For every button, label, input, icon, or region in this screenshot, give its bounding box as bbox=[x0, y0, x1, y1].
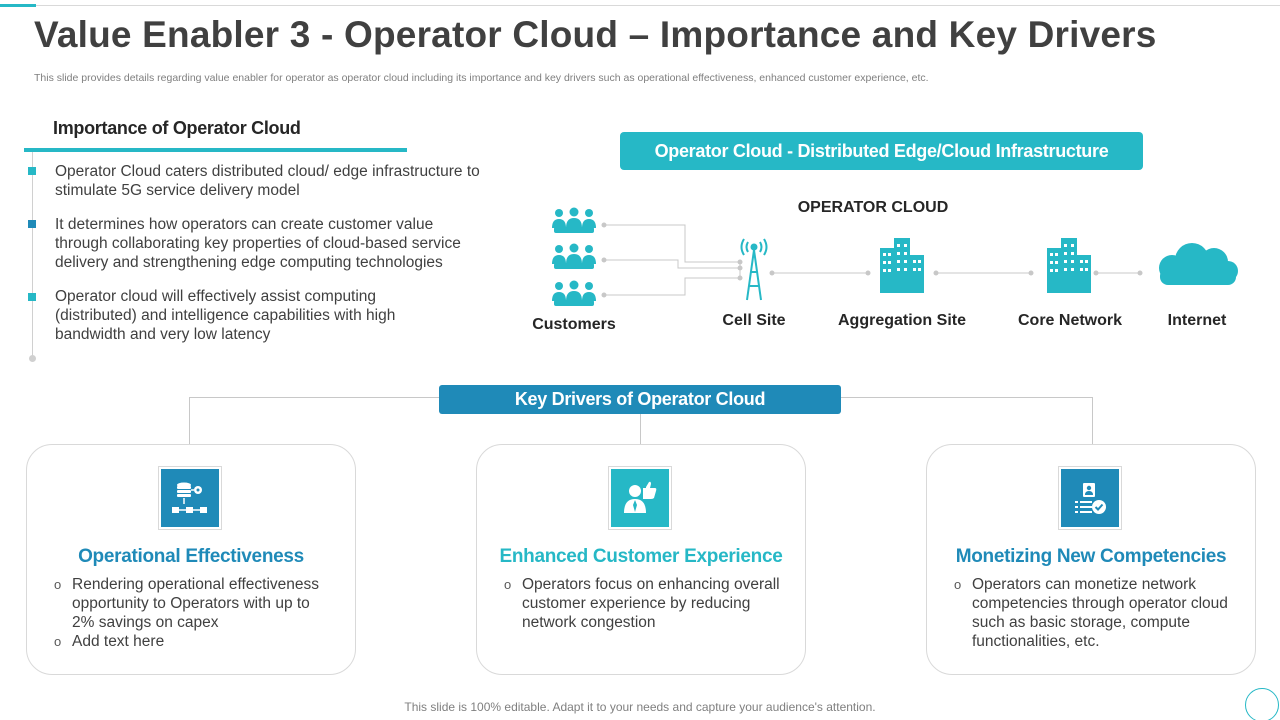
driver-bullet: Operators can monetize network competenc… bbox=[953, 575, 1235, 651]
footer-note: This slide is 100% editable. Adapt it to… bbox=[404, 700, 876, 714]
data-flow-icon bbox=[161, 469, 219, 527]
customer-thumbs-up-icon bbox=[611, 469, 669, 527]
key-drivers-connector bbox=[189, 397, 190, 444]
importance-heading-rule bbox=[24, 148, 407, 152]
importance-bullet: Operator Cloud caters distributed cloud/… bbox=[55, 163, 480, 199]
driver-bullet-list: Operators focus on enhancing overall cus… bbox=[503, 575, 785, 632]
infrastructure-banner: Operator Cloud - Distributed Edge/Cloud … bbox=[620, 132, 1143, 170]
importance-bullet: It determines how operators can create c… bbox=[55, 216, 461, 271]
core-network-label: Core Network bbox=[1017, 312, 1123, 329]
driver-bullet: Operators focus on enhancing overall cus… bbox=[503, 575, 785, 632]
driver-title: Operational Effectiveness bbox=[78, 546, 304, 567]
driver-card-operational-effectiveness: Operational Effectiveness Rendering oper… bbox=[26, 444, 356, 675]
operator-cloud-label: OPERATOR CLOUD bbox=[797, 199, 949, 216]
page-subtitle: This slide provides details regarding va… bbox=[34, 72, 929, 84]
importance-heading: Importance of Operator Cloud bbox=[53, 118, 301, 138]
cell-tower-icon bbox=[740, 238, 768, 301]
internet-label: Internet bbox=[1167, 312, 1227, 329]
driver-card-monetizing-competencies: Monetizing New Competencies Operators ca… bbox=[926, 444, 1256, 675]
core-network-building-icon bbox=[1047, 238, 1091, 293]
importance-bullet: Operator cloud will effectively assist c… bbox=[55, 288, 396, 343]
customer-connector-lines bbox=[604, 224, 741, 296]
aggregation-building-icon bbox=[880, 238, 924, 293]
page-title: Value Enabler 3 - Operator Cloud – Impor… bbox=[34, 14, 1157, 55]
importance-bullet-marker bbox=[28, 293, 36, 301]
driver-bullet-list: Rendering operational effectiveness oppo… bbox=[53, 575, 335, 651]
key-drivers-connector bbox=[1092, 397, 1093, 444]
top-accent-bar bbox=[0, 4, 36, 7]
driver-bullet: Rendering operational effectiveness oppo… bbox=[53, 575, 335, 632]
top-border-line bbox=[0, 5, 1280, 6]
internet-cloud-icon bbox=[1159, 243, 1238, 285]
importance-timeline-line bbox=[32, 152, 33, 358]
key-drivers-connector bbox=[640, 397, 641, 444]
importance-bullet-marker bbox=[28, 220, 36, 228]
driver-icon-frame bbox=[1058, 466, 1122, 530]
driver-title: Enhanced Customer Experience bbox=[499, 546, 783, 567]
cell-site-label: Cell Site bbox=[722, 312, 786, 329]
driver-bullet: Add text here bbox=[53, 632, 335, 651]
id-checklist-icon bbox=[1061, 469, 1119, 527]
driver-card-customer-experience: Enhanced Customer Experience Operators f… bbox=[476, 444, 806, 675]
aggregation-site-label: Aggregation Site bbox=[837, 312, 966, 329]
driver-title: Monetizing New Competencies bbox=[955, 546, 1227, 567]
key-drivers-banner: Key Drivers of Operator Cloud bbox=[439, 385, 841, 414]
corner-decoration-circle bbox=[1245, 688, 1279, 720]
driver-icon-frame bbox=[158, 466, 222, 530]
driver-bullet-list: Operators can monetize network competenc… bbox=[953, 575, 1235, 651]
customers-label: Customers bbox=[532, 316, 616, 333]
importance-timeline-end-dot bbox=[29, 355, 36, 362]
importance-bullet-marker bbox=[28, 167, 36, 175]
driver-icon-frame bbox=[608, 466, 672, 530]
customers-group-icon bbox=[552, 207, 596, 306]
